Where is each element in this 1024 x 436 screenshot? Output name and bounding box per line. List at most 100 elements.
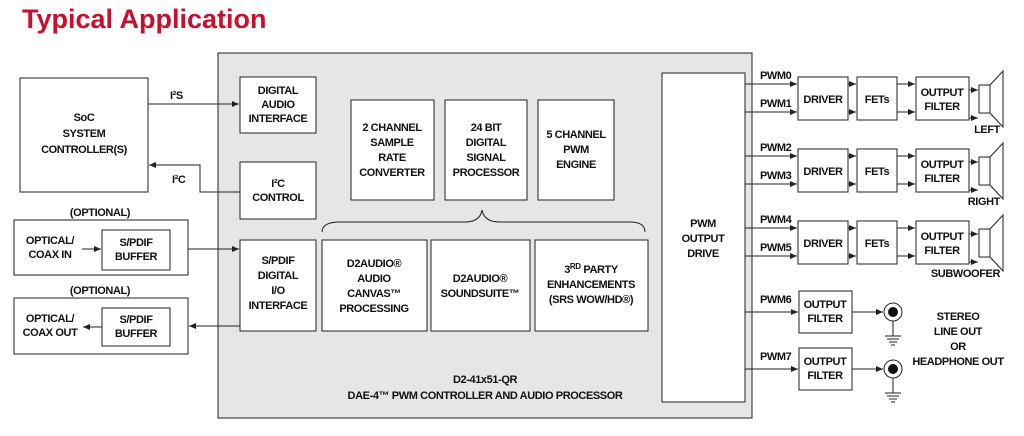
svg-text:FILTER: FILTER — [924, 101, 960, 113]
pwm-engine-box: 5 CHANNEL PWM ENGINE — [537, 99, 615, 201]
svg-text:DIGITAL: DIGITAL — [258, 270, 299, 282]
svg-text:COAX IN: COAX IN — [28, 249, 71, 261]
pwm-label: PWM2 — [760, 142, 792, 154]
svg-text:(SRS WOW/HD®): (SRS WOW/HD®) — [549, 294, 634, 306]
svg-text:PWM: PWM — [690, 218, 716, 230]
svg-text:S/PDIF: S/PDIF — [119, 314, 153, 326]
digital-audio-interface-box: DIGITAL AUDIO INTERFACE — [239, 76, 317, 134]
sample-rate-converter-box: 2 CHANNEL SAMPLE RATE CONVERTER — [350, 99, 435, 201]
fets-box — [856, 148, 898, 193]
output-filter-box — [798, 347, 853, 391]
i2c-label: I²C — [172, 174, 186, 186]
svg-text:OUTPUT: OUTPUT — [921, 159, 965, 171]
svg-text:BUFFER: BUFFER — [115, 328, 158, 340]
svg-text:3RD PARTY: 3RD PARTY — [564, 262, 619, 276]
svg-text:DRIVER: DRIVER — [803, 94, 843, 106]
svg-text:AUDIO: AUDIO — [261, 99, 295, 111]
svg-text:OR: OR — [950, 341, 966, 353]
driver-box — [797, 220, 849, 265]
svg-text:I²C: I²C — [271, 178, 285, 190]
svg-text:PROCESSING: PROCESSING — [339, 303, 408, 315]
svg-text:FILTER: FILTER — [807, 313, 843, 325]
rca-jack-icon — [883, 302, 903, 322]
speaker-label: RIGHT — [968, 196, 1001, 208]
dsp-box: 24 BIT DIGITAL SIGNAL PROCESSOR — [444, 99, 528, 201]
page-title: Typical Application — [22, 4, 267, 34]
svg-text:DRIVER: DRIVER — [803, 166, 843, 178]
svg-text:OUTPUT: OUTPUT — [921, 87, 965, 99]
svg-text:SoC: SoC — [74, 112, 95, 124]
speaker-icon — [978, 213, 1004, 273]
svg-text:OUTPUT: OUTPUT — [804, 299, 848, 311]
svg-text:D2AUDIO®: D2AUDIO® — [453, 273, 508, 285]
svg-text:INTERFACE: INTERFACE — [249, 300, 308, 312]
svg-text:FETs: FETs — [865, 166, 890, 178]
driver-box — [797, 76, 849, 121]
optional-out-label: (OPTIONAL) — [70, 285, 131, 297]
svg-text:INTERFACE: INTERFACE — [249, 113, 308, 125]
svg-text:HEADPHONE OUT: HEADPHONE OUT — [912, 356, 1004, 368]
svg-text:SYSTEM: SYSTEM — [63, 128, 106, 140]
svg-text:5 CHANNEL: 5 CHANNEL — [546, 129, 606, 141]
optical-coax-in-box: OPTICAL/ COAX IN S/PDIF BUFFER — [13, 219, 189, 276]
svg-text:S/PDIF: S/PDIF — [261, 255, 295, 267]
line-out-0: PWM6 OUTPUT FILTER — [745, 290, 903, 346]
svg-text:DIGITAL: DIGITAL — [258, 85, 299, 97]
spdif-interface-box: S/PDIF DIGITAL I/O INTERFACE — [239, 239, 317, 332]
svg-text:FILTER: FILTER — [807, 370, 843, 382]
svg-text:D2AUDIO®: D2AUDIO® — [347, 258, 402, 270]
svg-text:OPTICAL/: OPTICAL/ — [26, 235, 74, 247]
svg-text:OPTICAL/: OPTICAL/ — [26, 313, 74, 325]
svg-text:PROCESSOR: PROCESSOR — [453, 167, 520, 179]
svg-text:PWM: PWM — [563, 144, 589, 156]
svg-text:S/PDIF: S/PDIF — [119, 237, 153, 249]
svg-text:COAX OUT: COAX OUT — [23, 327, 79, 339]
output-filter-box — [915, 220, 970, 265]
chip-description: DAE-4™ PWM CONTROLLER AND AUDIO PROCESSO… — [348, 390, 623, 402]
ground-icon — [885, 321, 901, 346]
output-filter-box — [915, 76, 970, 121]
svg-text:DIGITAL: DIGITAL — [466, 137, 507, 149]
speaker-icon — [978, 141, 1004, 201]
speaker-label: SUBWOOFER — [931, 268, 1001, 280]
speaker-icon — [978, 69, 1004, 129]
svg-text:SIGNAL: SIGNAL — [466, 152, 506, 164]
svg-text:BUFFER: BUFFER — [115, 251, 158, 263]
svg-text:RATE: RATE — [378, 152, 406, 164]
output-filter-box — [915, 148, 970, 193]
pwm-label: PWM0 — [760, 70, 792, 82]
svg-text:STEREO: STEREO — [937, 311, 981, 323]
pwm-label: PWM4 — [760, 214, 793, 226]
speaker-label: LEFT — [974, 124, 1001, 136]
svg-text:2 CHANNEL: 2 CHANNEL — [362, 122, 422, 134]
rca-jack-icon — [883, 359, 903, 379]
svg-text:FILTER: FILTER — [924, 173, 960, 185]
i2c-control-box: I²C CONTROL — [239, 161, 317, 220]
driver-box — [797, 148, 849, 193]
fets-box — [856, 220, 898, 265]
optical-coax-out-box: OPTICAL/ COAX OUT S/PDIF BUFFER — [13, 297, 189, 355]
pwm-label: PWM1 — [760, 98, 792, 110]
pwm-label: PWM7 — [760, 351, 792, 363]
svg-text:OUTPUT: OUTPUT — [682, 233, 726, 245]
pwm-label: PWM5 — [760, 242, 792, 254]
svg-text:CONTROL: CONTROL — [252, 192, 304, 204]
svg-text:AUDIO: AUDIO — [357, 273, 391, 285]
i2s-label: I²S — [170, 90, 183, 102]
fets-box — [856, 76, 898, 121]
ground-icon — [885, 378, 901, 403]
svg-text:DRIVER: DRIVER — [803, 238, 843, 250]
svg-text:SOUNDSUITE™: SOUNDSUITE™ — [441, 288, 520, 300]
svg-text:CANVAS™: CANVAS™ — [347, 288, 401, 300]
svg-text:I/O: I/O — [271, 285, 285, 297]
output-filter-box — [798, 290, 853, 334]
line-out-label: STEREO LINE OUT OR HEADPHONE OUT — [912, 311, 1004, 368]
svg-text:SAMPLE: SAMPLE — [370, 137, 414, 149]
pwm-label: PWM6 — [760, 294, 792, 306]
svg-text:LINE OUT: LINE OUT — [934, 326, 983, 338]
brace — [321, 209, 646, 233]
